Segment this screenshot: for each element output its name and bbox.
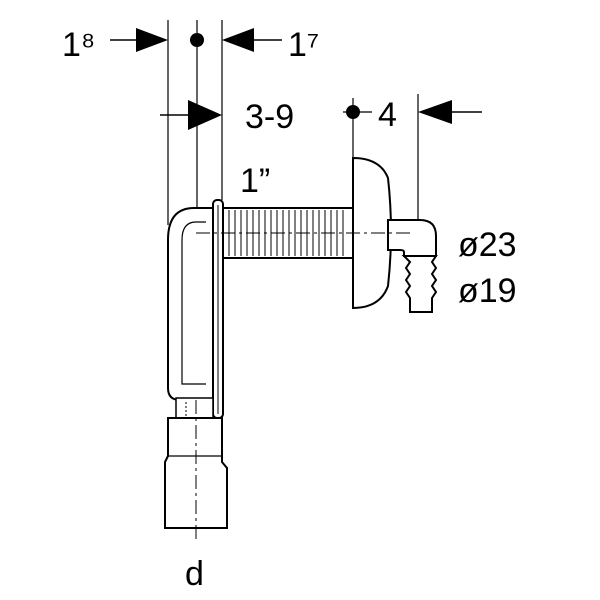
thread-size-label: 1” — [240, 162, 270, 200]
outlet-offset-label: 4 — [378, 96, 397, 134]
inner-diameter-label: ø19 — [458, 272, 517, 310]
top-dimension: 1⁸ 1⁷ — [62, 20, 319, 225]
drain-diameter-label: d — [185, 555, 204, 593]
center-dot — [190, 33, 204, 47]
right-offset-label: 1⁷ — [288, 26, 319, 64]
adjust-range-label: 3-9 — [245, 98, 294, 136]
left-offset-label: 1⁸ — [62, 26, 95, 64]
drain-pipe — [164, 417, 228, 529]
hose-nozzle — [401, 255, 438, 313]
outlet-elbow — [387, 219, 438, 313]
siphon-body — [164, 199, 228, 529]
outer-diameter-label: ø23 — [458, 226, 517, 264]
adjust-dimension: 3-9 4 — [160, 94, 482, 222]
